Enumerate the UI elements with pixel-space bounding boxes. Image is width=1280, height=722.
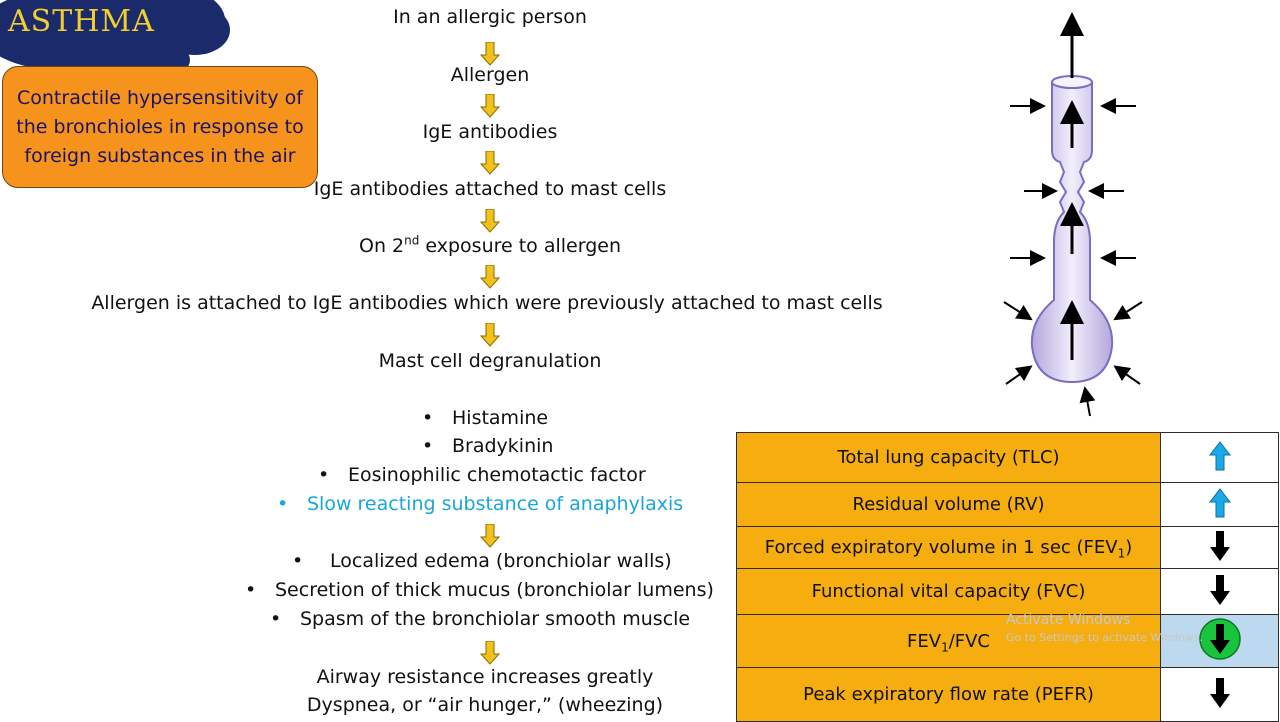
table-cell-label: Forced expiratory volume in 1 sec (FEV1) — [735, 526, 1162, 569]
bronchiole-constriction-diagram — [1003, 12, 1143, 417]
mediator-item: •Eosinophilic chemotactic factor — [318, 464, 646, 486]
up-arrow-icon — [1208, 440, 1231, 470]
effect-item: •Localized edema (bronchiolar walls) — [292, 550, 672, 572]
down-arrow-icon — [480, 641, 500, 665]
indicator-cell — [1160, 432, 1279, 483]
table-cell-label: Functional vital capacity (FVC) — [735, 568, 1162, 615]
flow-step: Allergen is attached to IgE antibodies w… — [91, 292, 883, 314]
ordinal-suffix: nd — [404, 233, 420, 248]
definition-line: the bronchioles in response to — [16, 115, 304, 138]
table-row: Residual volume (RV) — [735, 482, 1279, 527]
effect-item: •Secretion of thick mucus (bronchiolar l… — [245, 579, 714, 601]
definition-line: foreign substances in the air — [24, 144, 296, 167]
up-arrow-icon — [1208, 487, 1231, 517]
table-cell-label: Peak expiratory flow rate (PEFR) — [735, 667, 1162, 722]
mediator-item: •Histamine — [422, 407, 549, 429]
down-arrow-icon — [480, 265, 500, 289]
flowchart: In an allergic person Allergen IgE antib… — [0, 6, 980, 716]
flow-step: Allergen — [450, 64, 530, 86]
mediator-item: •Bradykinin — [422, 435, 554, 457]
lung-function-table: Total lung capacity (TLC) Residual volum… — [735, 432, 1279, 722]
flow-step: IgE antibodies — [422, 121, 558, 143]
flow-step: On 2nd exposure to allergen — [0, 235, 980, 257]
circled-down-arrow-icon — [1198, 618, 1241, 660]
definition-line: Contractile hypersensitivity of — [17, 86, 303, 109]
indicator-cell — [1160, 526, 1279, 569]
mediator-item-highlight: •Slow reacting substance of anaphylaxis — [277, 493, 684, 515]
definition-box: Contractile hypersensitivity of the bron… — [2, 66, 318, 188]
activation-watermark: Activate Windows Go to Settings to activ… — [1006, 612, 1203, 644]
outcome-line: Airway resistance increases greatly — [316, 666, 654, 688]
watermark-subtitle: Go to Settings to activate Windows. — [1006, 631, 1204, 644]
table-row: Forced expiratory volume in 1 sec (FEV1) — [735, 526, 1279, 569]
down-arrow-icon — [480, 209, 500, 233]
down-arrow-icon — [480, 323, 500, 347]
indicator-cell-highlight — [1160, 614, 1279, 668]
indicator-cell — [1160, 482, 1279, 527]
table-row: Peak expiratory flow rate (PEFR) — [735, 667, 1279, 722]
down-arrow-icon — [1209, 677, 1230, 708]
table-cell-label: Total lung capacity (TLC) — [735, 432, 1162, 483]
table-row: Functional vital capacity (FVC) — [735, 568, 1279, 615]
flow-step: Mast cell degranulation — [378, 350, 602, 372]
pressure-arrows — [1003, 98, 1143, 417]
down-arrow-icon — [480, 151, 500, 175]
down-arrow-icon — [480, 42, 500, 66]
page-title: ASTHMA — [8, 4, 155, 39]
table-cell-label: Residual volume (RV) — [735, 482, 1162, 527]
effect-item: •Spasm of the bronchiolar smooth muscle — [270, 608, 691, 630]
down-arrow-icon — [480, 524, 500, 548]
flow-step-text: exposure to allergen — [419, 235, 622, 257]
flow-step-text: On 2 — [358, 235, 405, 257]
indicator-cell — [1160, 568, 1279, 615]
indicator-cell — [1160, 667, 1279, 722]
flow-step: IgE antibodies attached to mast cells — [313, 178, 667, 200]
flow-step: In an allergic person — [393, 6, 587, 28]
outcome-line: Dyspnea, or “air hunger,” (wheezing) — [306, 694, 664, 716]
down-arrow-icon — [480, 94, 500, 118]
table-cell-label: FEV1/FVC — [735, 614, 1162, 668]
down-arrow-icon — [1209, 574, 1230, 605]
table-row: FEV1/FVC — [735, 614, 1279, 668]
down-arrow-icon — [1209, 530, 1230, 561]
table-row: Total lung capacity (TLC) — [735, 432, 1279, 483]
watermark-title: Activate Windows — [1006, 612, 1131, 628]
